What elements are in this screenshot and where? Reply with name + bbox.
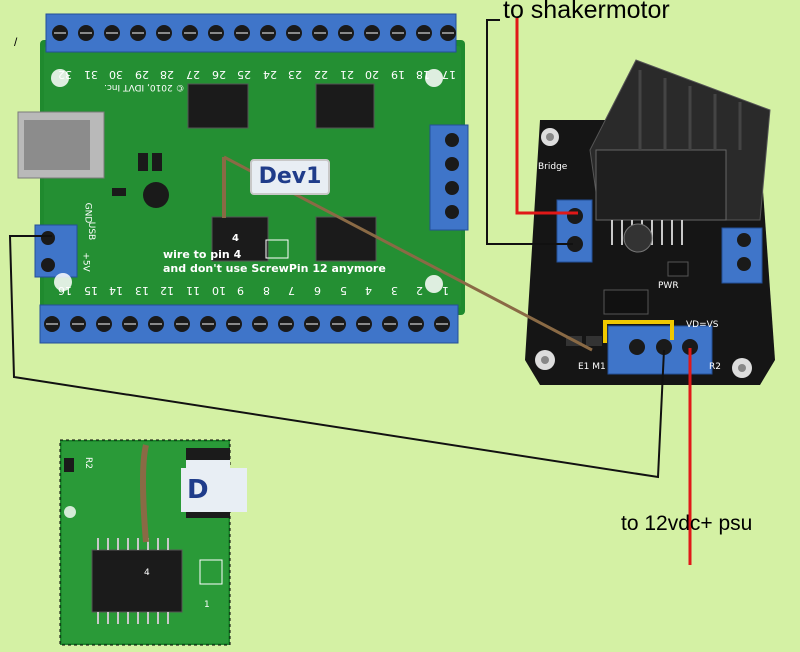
- power-terminal: [34, 224, 78, 278]
- pin-number: 5: [339, 284, 347, 297]
- gnd-label: GND: [82, 202, 93, 224]
- pin-number: 30: [109, 68, 124, 81]
- black-wire-shaker: [486, 19, 573, 245]
- pin-number: 7: [288, 284, 296, 297]
- black-wire-gnd: [8, 235, 665, 479]
- pin-number: 8: [262, 284, 270, 297]
- pin-number: 22: [314, 68, 328, 81]
- zoom-brown-wire: [140, 444, 149, 543]
- pin-number: 21: [339, 68, 354, 81]
- pin-number: 2: [416, 284, 424, 297]
- capacitor: [143, 182, 169, 208]
- pin-number: 18: [416, 68, 431, 81]
- zoom-one-label: 1: [204, 600, 210, 610]
- zoom-pin4-label: 4: [144, 568, 150, 578]
- red-wire-shaker: [515, 18, 578, 215]
- pin-number: 25: [237, 68, 252, 81]
- pin-number: 28: [160, 68, 175, 81]
- pin-number: 10: [211, 284, 226, 297]
- e1m1-label: E1 M1: [578, 362, 606, 372]
- copyright-label: © 2010, IDVT Inc.: [104, 82, 185, 92]
- zoom-r2-label: R2: [82, 457, 93, 469]
- zoom-dev1-logo: D: [181, 468, 247, 512]
- pin-number: 32: [58, 68, 72, 81]
- pin4-label: 4: [232, 233, 239, 244]
- vd-label: VD=VS: [686, 320, 719, 330]
- ic-chips: [187, 83, 377, 262]
- led-wiz-board: [17, 13, 469, 344]
- motor-driver-board: [525, 59, 775, 385]
- pin-number: 29: [134, 68, 149, 81]
- dev1-logo: Dev1: [250, 159, 330, 195]
- pin-number: 6: [314, 284, 321, 297]
- pin-number: 12: [160, 284, 175, 297]
- pin-number: 15: [83, 284, 98, 297]
- pin-number: 17: [442, 68, 456, 81]
- pin-number: 13: [134, 284, 149, 297]
- wire-note-line1: wire to pin 4: [163, 248, 242, 261]
- pin-number: 4: [365, 284, 373, 297]
- pin-number: 31: [83, 68, 98, 81]
- zoom-ic-chip: [91, 549, 183, 613]
- pin-number: 19: [390, 68, 405, 81]
- pin-number: 20: [365, 68, 380, 81]
- pin-number: 27: [186, 68, 200, 81]
- pin-number: 3: [390, 284, 398, 297]
- r2-label: R2: [709, 362, 721, 372]
- pin-number: 1: [442, 284, 449, 297]
- pin-number: 9: [237, 284, 245, 297]
- bridge-label: Bridge: [538, 162, 568, 172]
- v5-label: +5V: [80, 252, 91, 272]
- shakermotor-label: to shakermotor: [503, 0, 670, 24]
- pin-number: 23: [288, 68, 303, 81]
- pin-number: 16: [58, 284, 72, 297]
- yellow-highlight: [603, 320, 674, 343]
- usb-label: USB: [86, 221, 97, 241]
- pin-number: 26: [211, 68, 226, 81]
- corner-mark: /: [14, 35, 18, 49]
- pin-number: 24: [262, 68, 277, 81]
- pin-number: 11: [186, 284, 200, 297]
- wire-note-line2: and don't use ScrewPin 12 anymore: [163, 262, 386, 275]
- pin-number: 14: [109, 284, 124, 297]
- psu-label: to 12vdc+ psu: [621, 512, 753, 535]
- pwr-label: PWR: [658, 281, 679, 291]
